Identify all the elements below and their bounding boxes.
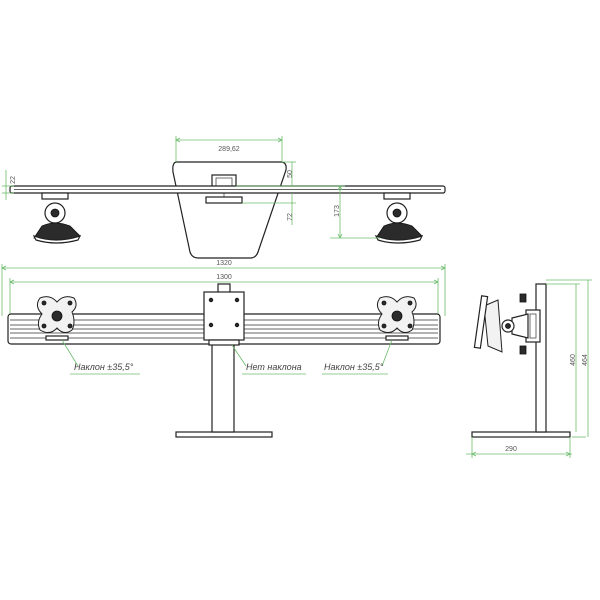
- dim-top-left-thickness: 22: [10, 176, 17, 184]
- note-tilt-right: Наклон ±35,5°: [324, 362, 384, 372]
- dim-top-173: 173: [334, 205, 341, 217]
- dim-front-1320: 1320: [216, 260, 232, 267]
- dim-front-1300: 1300: [216, 274, 232, 281]
- top-view: 289,62 22 50 72 173: [2, 136, 446, 259]
- front-view-center-plate: [203, 283, 245, 346]
- side-view-base: [471, 431, 571, 438]
- front-view: 1320 1300: [1, 260, 446, 438]
- dim-top-72: 72: [287, 213, 294, 221]
- dim-side-290: 290: [505, 446, 517, 453]
- note-no-tilt: Нет наклона: [246, 362, 302, 372]
- side-view-vesa-plate: [483, 299, 503, 353]
- top-view-right-head: [374, 192, 424, 244]
- top-view-clamp: [205, 196, 243, 204]
- front-view-base: [175, 431, 273, 438]
- front-view-left-head: [36, 296, 77, 341]
- front-view-right-head: [376, 296, 417, 341]
- side-view-column: [535, 283, 547, 433]
- dim-side-464: 464: [582, 354, 589, 366]
- dim-top-50: 50: [287, 170, 294, 178]
- front-view-column: [211, 337, 235, 433]
- top-view-left-head: [32, 192, 82, 244]
- side-view: 460 464 290: [466, 279, 592, 458]
- dim-top-width: 289,62: [218, 146, 240, 153]
- dim-side-460: 460: [570, 354, 577, 366]
- note-tilt-left: Наклон ±35,5°: [74, 362, 134, 372]
